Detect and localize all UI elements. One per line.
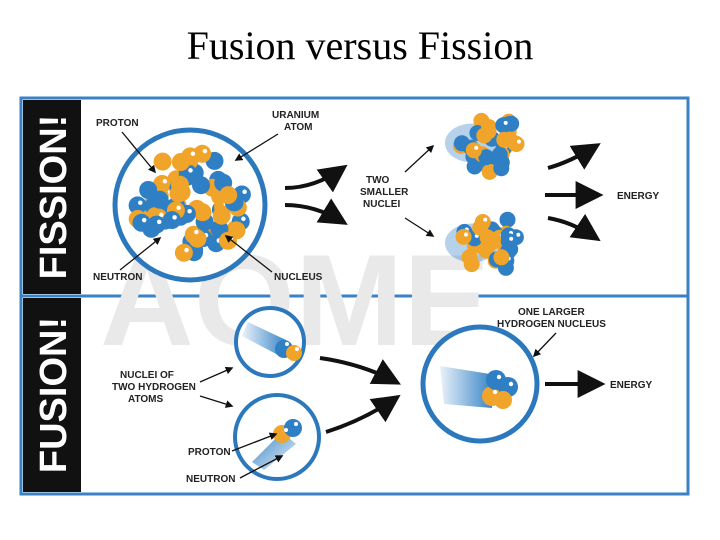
particle-highlight bbox=[190, 151, 196, 156]
nucleus-pointer-arrow bbox=[224, 235, 273, 273]
fission-neutron-label: NEUTRON bbox=[93, 272, 142, 283]
two-smaller-line2: SMALLER bbox=[360, 187, 409, 198]
larger-pointer-arrow bbox=[532, 332, 557, 358]
proton-particle bbox=[171, 175, 189, 194]
hydrogen-nucleus-top bbox=[242, 322, 302, 361]
particle-highlight bbox=[516, 232, 521, 237]
fission-proton-label: PROTON bbox=[96, 118, 139, 129]
nuclei-pointer-arrow-top bbox=[199, 366, 234, 383]
fusion-band-label: FUSION! bbox=[33, 317, 75, 473]
neutron-particle bbox=[147, 215, 166, 234]
uranium-pointer-arrow bbox=[234, 133, 279, 161]
neutron-particle bbox=[466, 158, 483, 175]
nuclei-label-line2: TWO HYDROGEN bbox=[112, 382, 196, 393]
hydrogen-nucleus-bottom bbox=[252, 419, 302, 470]
split-arrow-up bbox=[284, 164, 348, 193]
neutron-particle bbox=[192, 176, 210, 195]
merge-arrow-bottom bbox=[325, 394, 401, 434]
proton-particle bbox=[465, 142, 482, 159]
proton-particle bbox=[463, 256, 480, 273]
neutron-particle bbox=[150, 190, 169, 209]
proton-particle bbox=[193, 203, 212, 222]
fusion-proton-label: PROTON bbox=[188, 447, 231, 458]
larger-label-line2: HYDROGEN NUCLEUS bbox=[497, 319, 606, 330]
two-smaller-line3: NUCLEI bbox=[363, 199, 400, 210]
neutron-particle bbox=[493, 160, 510, 177]
particle-highlight bbox=[184, 247, 189, 253]
fusion-proton-pointer-arrow bbox=[231, 432, 278, 452]
proton-particle bbox=[474, 214, 491, 230]
nuclei-label-line3: ATOMS bbox=[128, 394, 164, 405]
nucleus-label: NUCLEUS bbox=[274, 272, 323, 283]
proton-particle bbox=[493, 249, 510, 266]
particle-highlight bbox=[503, 120, 508, 125]
fusion-energy-label: ENERGY bbox=[610, 380, 653, 391]
nuclei-label-line1: NUCLEI OF bbox=[120, 370, 174, 381]
proton-particle bbox=[184, 225, 203, 244]
particle-highlight bbox=[188, 168, 193, 173]
particle-highlight bbox=[194, 229, 199, 235]
neutron-pointer-arrow bbox=[119, 237, 162, 271]
proton-pointer-arrow bbox=[121, 131, 156, 174]
particle-highlight bbox=[187, 208, 192, 214]
proton-particle bbox=[212, 206, 231, 225]
slide-title: Fusion versus Fission bbox=[186, 23, 534, 68]
split-arrow-down bbox=[284, 198, 348, 225]
two-smaller-line1: TWO bbox=[366, 175, 390, 186]
proton-particle bbox=[174, 243, 193, 262]
energy-arrow-upper bbox=[547, 143, 601, 170]
neutron-particle bbox=[500, 233, 517, 250]
fission-band-label: FISSION! bbox=[33, 115, 75, 280]
uranium-label-line2: ATOM bbox=[284, 122, 313, 133]
larger-hydrogen-nucleus bbox=[440, 366, 518, 409]
smaller-nucleus-top bbox=[445, 112, 525, 180]
proton-particle bbox=[219, 186, 238, 205]
proton-particle bbox=[153, 175, 172, 193]
proton-particle bbox=[219, 231, 237, 250]
neutron-particle bbox=[495, 117, 512, 134]
particle-highlight bbox=[156, 219, 162, 225]
fission-band bbox=[23, 100, 81, 294]
two-smaller-up-arrow bbox=[404, 144, 435, 173]
particle-highlight bbox=[474, 145, 479, 150]
two-smaller-down-arrow bbox=[404, 217, 435, 237]
fusion-band bbox=[23, 298, 81, 492]
particle-highlight bbox=[138, 200, 143, 205]
proton-particle bbox=[476, 127, 493, 144]
larger-label-line1: ONE LARGER bbox=[518, 307, 585, 318]
particle-highlight bbox=[241, 216, 246, 222]
particle-highlight bbox=[176, 205, 181, 211]
proton-particle bbox=[455, 228, 472, 245]
particle-highlight bbox=[464, 232, 468, 237]
proton-particle bbox=[508, 136, 525, 152]
uranium-nucleus bbox=[128, 144, 251, 262]
fusion-neutron-pointer-arrow bbox=[239, 455, 284, 479]
proton-particle bbox=[153, 152, 172, 171]
particle-highlight bbox=[202, 148, 208, 154]
particle-highlight bbox=[242, 189, 247, 195]
neutron-particle bbox=[478, 149, 495, 166]
fission-energy-label: ENERGY bbox=[617, 191, 660, 202]
particle-highlight bbox=[159, 212, 164, 218]
particle-highlight bbox=[516, 139, 521, 144]
smaller-nucleus-bottom bbox=[445, 211, 524, 276]
neutron-particle bbox=[128, 196, 147, 215]
merge-arrow-top bbox=[319, 356, 401, 385]
particle-highlight bbox=[141, 217, 147, 223]
proton-particle bbox=[181, 147, 200, 166]
particle-highlight bbox=[162, 179, 168, 184]
uranium-label-line1: URANIUM bbox=[272, 110, 319, 121]
proton-particle bbox=[496, 131, 513, 148]
particle-highlight bbox=[509, 236, 514, 241]
energy-arrow-lower bbox=[547, 213, 601, 242]
nuclei-pointer-arrow-bottom bbox=[199, 395, 234, 408]
neutron-particle bbox=[499, 211, 516, 228]
neutron-particle bbox=[162, 211, 181, 230]
particle-highlight bbox=[172, 215, 177, 220]
fusion-neutron-label: NEUTRON bbox=[186, 474, 235, 485]
neutron-particle bbox=[132, 213, 151, 232]
particle-highlight bbox=[483, 217, 488, 222]
